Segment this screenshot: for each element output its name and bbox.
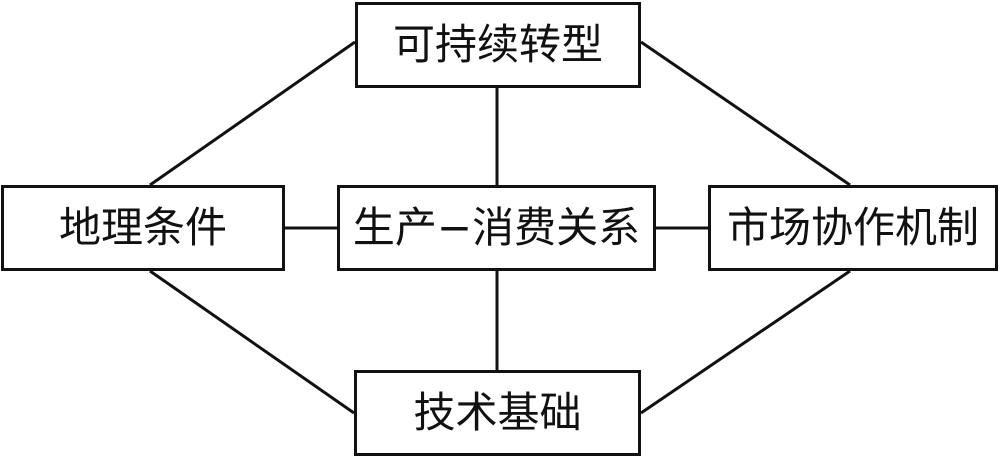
connector-top-right xyxy=(640,40,851,187)
connector-left-bottom xyxy=(149,269,355,415)
node-geographic-conditions: 地理条件 xyxy=(1,185,285,271)
node-sustainable-transition: 可持续转型 xyxy=(355,2,641,88)
connector-right-bottom xyxy=(640,269,851,415)
node-technical-foundation: 技术基础 xyxy=(354,370,641,456)
node-market-coordination: 市场协作机制 xyxy=(708,185,998,271)
connector-top-left xyxy=(149,40,356,187)
node-production-consumption: 生产−消费关系 xyxy=(337,185,656,271)
